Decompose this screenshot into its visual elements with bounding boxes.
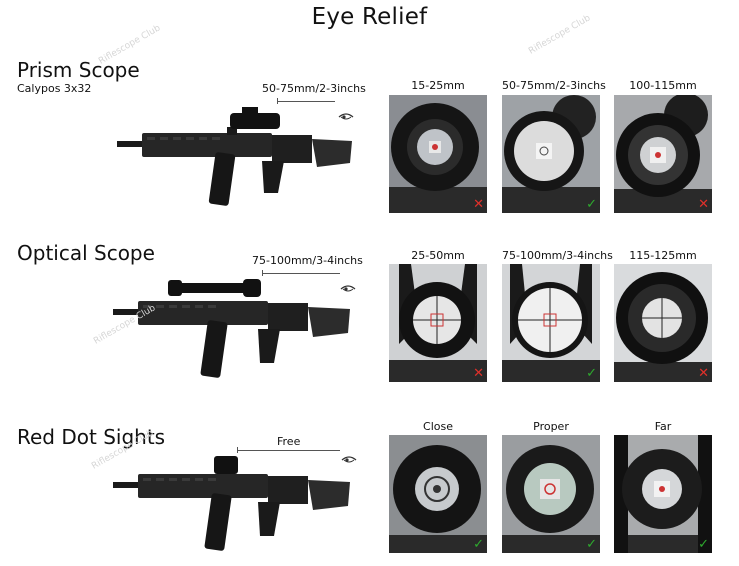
check-mark-icon: ✓ (698, 537, 709, 552)
distance-label-optical: 75-100mm/3-4inchs (252, 254, 363, 267)
photo-caption: 100-115mm (629, 79, 697, 92)
cross-mark-icon: ✕ (698, 197, 709, 212)
cross-mark-icon: ✕ (698, 366, 709, 381)
eye-icon (341, 456, 357, 463)
photo-caption: Far (654, 420, 672, 433)
cross-mark-icon: ✕ (473, 366, 484, 381)
check-mark-icon: ✓ (586, 366, 597, 381)
page-title: Eye Relief (311, 4, 428, 30)
photo-caption: 25-50mm (411, 249, 465, 262)
distance-tick (262, 270, 263, 276)
optical-rifle-image (113, 279, 350, 378)
distance-tick (277, 98, 278, 104)
eye-relief-photo: ✓ (614, 435, 712, 553)
red-dot-rifle-image (113, 456, 350, 551)
eye-relief-photo: ✕ (389, 95, 487, 213)
eye-relief-photo: ✕ (614, 95, 712, 213)
photo-caption: 15-25mm (411, 79, 465, 92)
section-title-red-dot: Red Dot Sights (17, 425, 166, 449)
eye-icon (340, 285, 356, 292)
photo-caption: 115-125mm (629, 249, 697, 262)
eye-relief-photo: ✓ (502, 435, 600, 553)
section-subtitle-prism: Calypos 3x32 (17, 82, 92, 95)
eye-relief-photo: ✓ (502, 95, 600, 213)
section-title-optical: Optical Scope (17, 241, 155, 265)
prism-rifle-image (117, 107, 352, 206)
distance-label-prism: 50-75mm/2-3inchs (262, 82, 366, 95)
photo-caption: 50-75mm/2-3inchs (502, 79, 606, 92)
photo-caption: Proper (533, 420, 569, 433)
eye-relief-photo: ✕ (614, 264, 712, 382)
distance-line-prism (277, 101, 335, 102)
eye-relief-photo: ✕ (389, 264, 487, 382)
distance-line-red-dot (237, 450, 340, 451)
check-mark-icon: ✓ (473, 537, 484, 552)
eye-relief-photo: ✓ (389, 435, 487, 553)
photo-caption: 75-100mm/3-4inchs (502, 249, 613, 262)
distance-tick (237, 447, 238, 453)
section-title-prism: Prism Scope (17, 58, 140, 82)
distance-line-optical (262, 273, 340, 274)
photo-caption: Close (423, 420, 453, 433)
eye-relief-photo: ✓ (502, 264, 600, 382)
check-mark-icon: ✓ (586, 197, 597, 212)
distance-label-red-dot: Free (277, 435, 301, 448)
check-mark-icon: ✓ (586, 537, 597, 552)
cross-mark-icon: ✕ (473, 197, 484, 212)
eye-icon (338, 113, 354, 120)
